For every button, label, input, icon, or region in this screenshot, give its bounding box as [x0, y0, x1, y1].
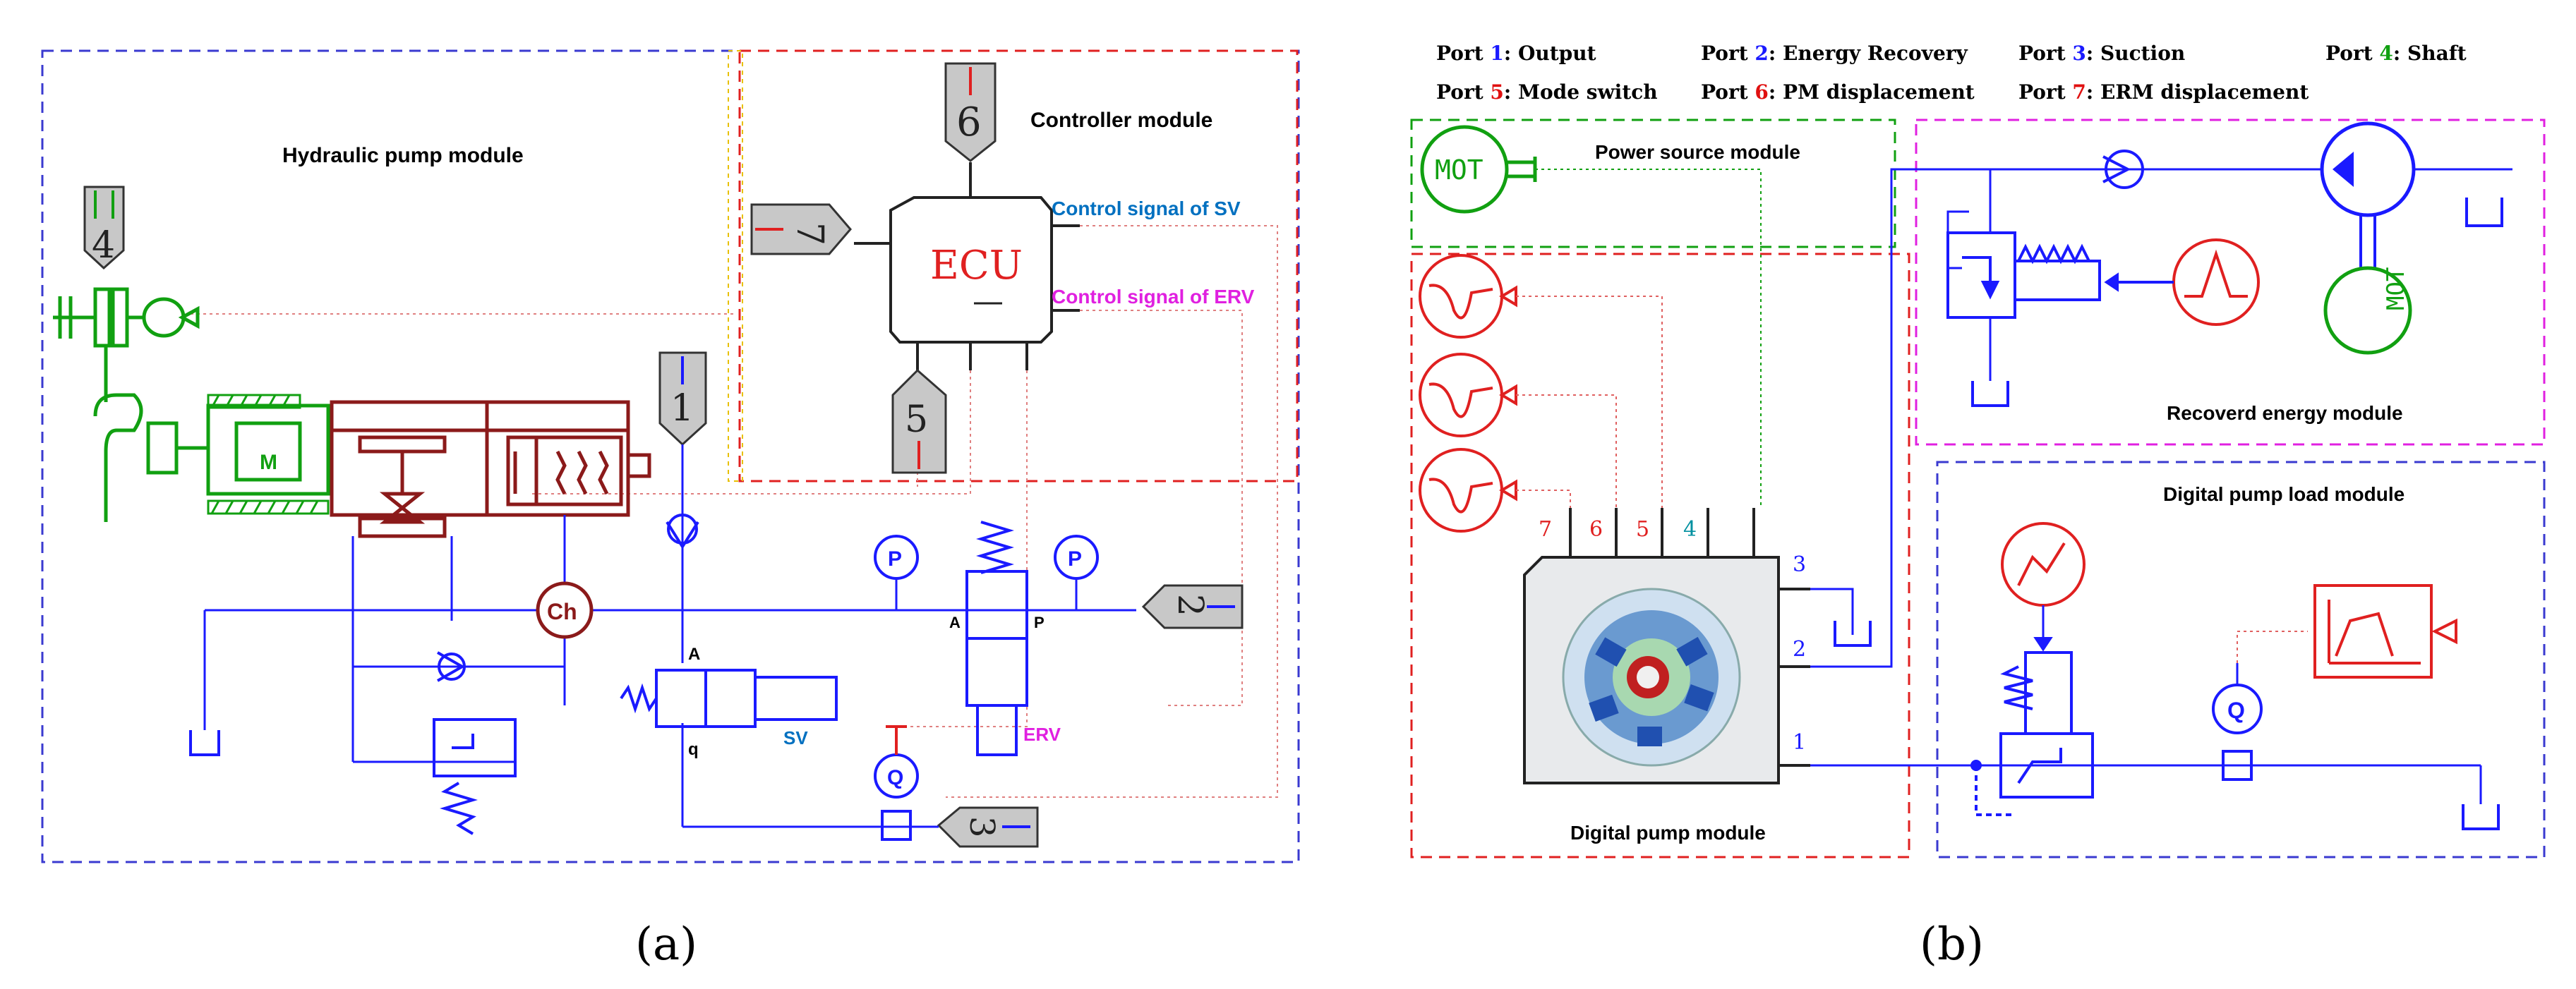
flow-meter-b-label: Q — [2227, 698, 2245, 723]
digital-pump-module-frame — [1410, 253, 1910, 858]
recovery-signal-generator — [2104, 238, 2260, 326]
pump-port-5: 5 — [1636, 517, 1649, 542]
legend-item-5: Port 5: Mode switch — [1436, 80, 1658, 104]
recovered-check-valve — [2102, 150, 2144, 189]
tank-b1 — [1834, 621, 1872, 647]
erv-port-p: P — [1034, 614, 1045, 631]
flow-signal-line — [2237, 631, 2308, 663]
legend-item-4: Port 4: Shaft — [2325, 42, 2467, 65]
recovery-motor-label: MOT — [2382, 267, 2410, 310]
port-tag-4: 4 — [83, 186, 125, 270]
hatch-bars — [207, 394, 330, 515]
panel-b: Port 1: Output Port 2: Energy Recovery P… — [1410, 42, 2546, 971]
recovered-module-title: Recoverd energy module — [2167, 402, 2403, 424]
load-relief-valve — [1975, 651, 2094, 816]
port-legend: Port 1: Output Port 2: Energy Recovery P… — [1436, 42, 2467, 104]
pressure-gauge-2-label: P — [1068, 547, 1082, 571]
port-tag-5: 5 — [891, 368, 947, 474]
legend-item-6: Port 6: PM displacement — [1701, 80, 1975, 104]
load-module-title: Digital pump load module — [2163, 483, 2405, 505]
flow-meter-b: Q — [2212, 663, 2263, 781]
caption-a: (a) — [635, 918, 697, 971]
digital-pump-module-title: Digital pump module — [1570, 822, 1766, 844]
pressure-gauge-1-label: P — [888, 547, 902, 571]
pump-port-4: 4 — [1683, 517, 1697, 542]
caption-b: (b) — [1920, 918, 1984, 971]
port-label-7: 7 — [788, 222, 831, 245]
port-tag-3: 3 — [937, 806, 1039, 848]
port-label-2: 2 — [1170, 594, 1211, 617]
signal-erv-label: Control signal of ERV — [1052, 286, 1255, 308]
hydraulic-module-frame — [41, 49, 1300, 863]
port-label-1: 1 — [670, 387, 694, 430]
controller-module-frame — [738, 49, 1299, 483]
junction-load — [1970, 760, 1982, 771]
port-tag-7: 7 — [750, 203, 852, 255]
tank-a — [189, 730, 220, 756]
motor-label: M — [260, 451, 277, 474]
sv-port-a: A — [688, 645, 700, 664]
pump-port-7: 7 — [1539, 517, 1552, 542]
digital-pump-block — [1523, 508, 1810, 784]
proportional-relief-valve — [1946, 231, 2101, 319]
sv-label: SV — [783, 727, 808, 748]
controller-inner-frame — [728, 50, 743, 482]
legend-item-2: Port 2: Energy Recovery — [1701, 42, 1968, 65]
generator-signal-lines — [1516, 296, 1663, 508]
load-display-block — [2313, 584, 2457, 679]
signal-sv-label: Control signal of SV — [1052, 198, 1241, 219]
charge-component: Ch — [536, 581, 594, 639]
erv-port-a: A — [949, 614, 961, 631]
hydraulic-lines-a — [203, 444, 1136, 828]
controller-module-title: Controller module — [1030, 109, 1212, 132]
pressure-gauge-1: P — [874, 535, 919, 580]
hydraulic-motor — [2320, 121, 2416, 268]
ecu-block: ECU — [854, 162, 1080, 370]
port-label-5: 5 — [905, 399, 928, 441]
pressure-gauge-2: P — [1054, 535, 1099, 580]
power-module-title: Power source module — [1595, 141, 1800, 163]
power-module-frame — [1410, 119, 1896, 248]
shaft-signal-line — [1535, 169, 1762, 508]
load-signal-generator — [2001, 522, 2086, 652]
panel-a: Hydraulic pump module Controller module … — [41, 49, 1300, 971]
ecu-label: ECU — [930, 243, 1023, 289]
flow-meter-a-label: Q — [887, 766, 903, 789]
recovered-module-frame — [1915, 119, 2546, 446]
port-label-3: 3 — [962, 816, 1001, 838]
port-tag-1: 1 — [658, 351, 707, 447]
port-tag-6: 6 — [944, 62, 997, 162]
shaft-assembly — [53, 287, 330, 522]
load-module-frame — [1936, 461, 2546, 858]
flow-meter-a: Q — [874, 725, 919, 841]
check-valve-mid — [437, 651, 466, 682]
legend-item-7: Port 7: ERM displacement — [2018, 80, 2309, 104]
relief-valve-a — [433, 718, 517, 835]
pump-port-1: 1 — [1793, 730, 1806, 755]
hydraulic-module-title: Hydraulic pump module — [282, 144, 524, 167]
signal-generator-1 — [1419, 254, 1517, 339]
port-label-4: 4 — [92, 224, 115, 267]
tank-b2 — [1971, 198, 2503, 830]
legend-item-3: Port 3: Suction — [2018, 42, 2185, 65]
erv-valve — [965, 521, 1028, 756]
sv-port-q: q — [688, 740, 699, 759]
pump-port-6: 6 — [1589, 517, 1603, 542]
port-tag-2: 2 — [1141, 584, 1244, 629]
legend-item-1: Port 1: Output — [1436, 42, 1596, 65]
pump-port-2: 2 — [1793, 637, 1806, 662]
power-motor: MOT — [1420, 125, 1537, 214]
recovery-motor: MOT — [2323, 266, 2412, 355]
sv-valve — [620, 669, 838, 728]
charge-label: Ch — [547, 599, 577, 624]
check-valve-top — [666, 514, 699, 550]
port-label-6: 6 — [956, 99, 982, 145]
power-motor-label: MOT — [1435, 154, 1483, 186]
signal-generator-3 — [1419, 448, 1517, 533]
erv-label: ERV — [1023, 724, 1061, 745]
signal-generator-2 — [1419, 353, 1517, 437]
pump-body — [330, 400, 651, 538]
pump-port-3: 3 — [1793, 552, 1806, 577]
